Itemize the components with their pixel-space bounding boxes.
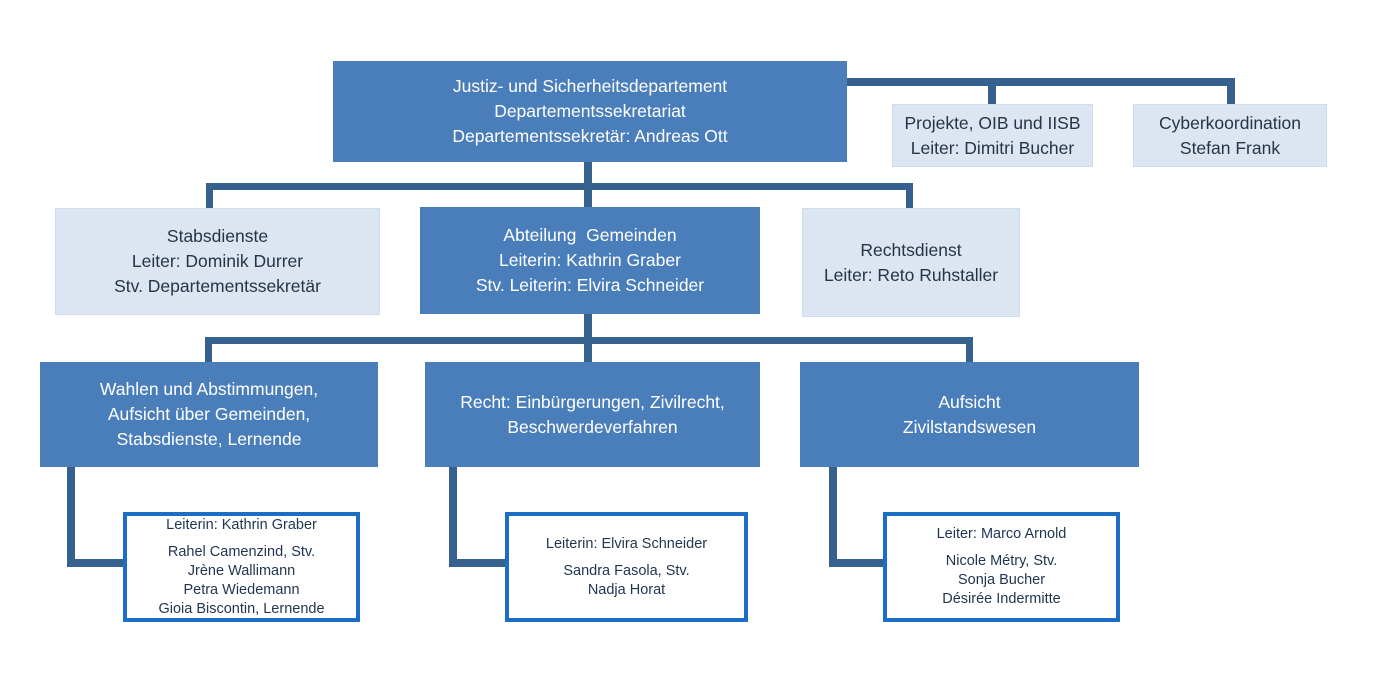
connector-stub-abteilung (584, 314, 592, 339)
node-line: Leiterin: Kathrin Graber (499, 250, 681, 270)
connector-elbow-team-recht-horizontal (449, 559, 507, 567)
node-line: Leiter: Dimitri Bucher (910, 137, 1075, 158)
node-departementssekretariat: Justiz- und Sicherheitsdepartement Depar… (333, 61, 847, 162)
node-line: Justiz- und Sicherheitsdepartement (452, 76, 728, 96)
connector-stub-departement (584, 162, 592, 184)
team-member: Nicole Métry, Stv. (945, 553, 1058, 569)
team-leader: Leiterin: Elvira Schneider (545, 535, 708, 552)
node-line: Leiter: Dominik Durrer (131, 251, 304, 271)
node-line: Stv. Leiterin: Elvira Schneider (475, 275, 705, 295)
node-line: Stefan Frank (1179, 137, 1281, 158)
connector-row2-horizontal (206, 183, 913, 190)
team-box-recht: Leiterin: Elvira Schneider Sandra Fasola… (505, 512, 748, 622)
team-member: Petra Wiedemann (183, 581, 300, 598)
node-line: Leiter: Reto Ruhstaller (823, 264, 999, 285)
connector-drop-aufsicht (966, 344, 973, 363)
node-line: Rechtsdienst (860, 239, 962, 260)
team-leader: Leiterin: Kathrin Graber (166, 516, 317, 533)
node-line: Projekte, OIB und IISB (904, 112, 1081, 133)
node-line: Wahlen und Abstimmungen, (99, 379, 319, 399)
team-member: Sonja Bucher (957, 572, 1046, 588)
node-projekte-oib-iisb: Projekte, OIB und IISB Leiter: Dimitri B… (892, 104, 1093, 167)
node-line: Beschwerdeverfahren (507, 416, 678, 437)
connector-drop-rechtsdienst (906, 190, 913, 209)
connector-drop-recht (584, 344, 592, 363)
node-line: Cyberkoordination (1158, 112, 1302, 133)
node-abteilung-gemeinden: Abteilung Gemeinden Leiterin: Kathrin Gr… (420, 207, 760, 314)
team-leader: Leiter: Marco Arnold (936, 526, 1067, 542)
node-recht-einbuergerungen: Recht: Einbürgerungen, Zivilrecht, Besch… (425, 362, 760, 467)
team-member: Gioia Biscontin, Lernende (158, 600, 325, 617)
node-line: Aufsicht (938, 391, 1001, 412)
connector-drop-wahlen (205, 344, 212, 363)
team-member: Nadja Horat (587, 581, 666, 598)
node-line: Stabsdienste (166, 226, 269, 246)
team-member: Sandra Fasola, Stv. (563, 562, 690, 579)
node-line: Departementssekretariat (494, 101, 686, 121)
connector-elbow-team-recht-vertical (449, 467, 457, 567)
connector-drop-cyberkoordination (1227, 86, 1235, 105)
connector-elbow-team-zivilstandswesen-horizontal (829, 559, 885, 567)
connector-drop-stabsdienste (206, 190, 213, 209)
team-box-zivilstandswesen: Leiter: Marco Arnold Nicole Métry, Stv. … (883, 512, 1120, 622)
team-box-wahlen: Leiterin: Kathrin Graber Rahel Camenzind… (123, 512, 360, 622)
node-rechtsdienst: Rechtsdienst Leiter: Reto Ruhstaller (802, 208, 1020, 317)
team-member: Jrène Wallimann (187, 562, 296, 579)
connector-elbow-team-zivilstandswesen-vertical (829, 467, 837, 567)
connector-top-right-horizontal (845, 78, 1235, 86)
node-line: Abteilung Gemeinden (503, 225, 677, 245)
node-line: Aufsicht über Gemeinden, (107, 404, 311, 424)
team-member: Désirée Indermitte (942, 591, 1061, 607)
node-aufsicht-zivilstandswesen: Aufsicht Zivilstandswesen (800, 362, 1139, 467)
node-wahlen-abstimmungen: Wahlen und Abstimmungen, Aufsicht über G… (40, 362, 378, 467)
connector-elbow-team-wahlen-vertical (67, 467, 75, 567)
node-line: Departementssekretär: Andreas Ott (452, 126, 728, 146)
node-line: Zivilstandswesen (902, 416, 1037, 437)
node-line: Recht: Einbürgerungen, Zivilrecht, (460, 391, 725, 412)
connector-drop-abteilung (584, 190, 592, 208)
connector-elbow-team-wahlen-horizontal (67, 559, 125, 567)
node-cyberkoordination: Cyberkoordination Stefan Frank (1133, 104, 1327, 167)
connector-row3-horizontal (205, 337, 973, 344)
connector-drop-projekte (988, 86, 996, 105)
node-line: Stabsdienste, Lernende (116, 429, 302, 449)
node-line: Stv. Departementssekretär (114, 276, 321, 296)
team-member: Rahel Camenzind, Stv. (167, 543, 316, 560)
node-stabsdienste: Stabsdienste Leiter: Dominik Durrer Stv.… (55, 208, 380, 315)
